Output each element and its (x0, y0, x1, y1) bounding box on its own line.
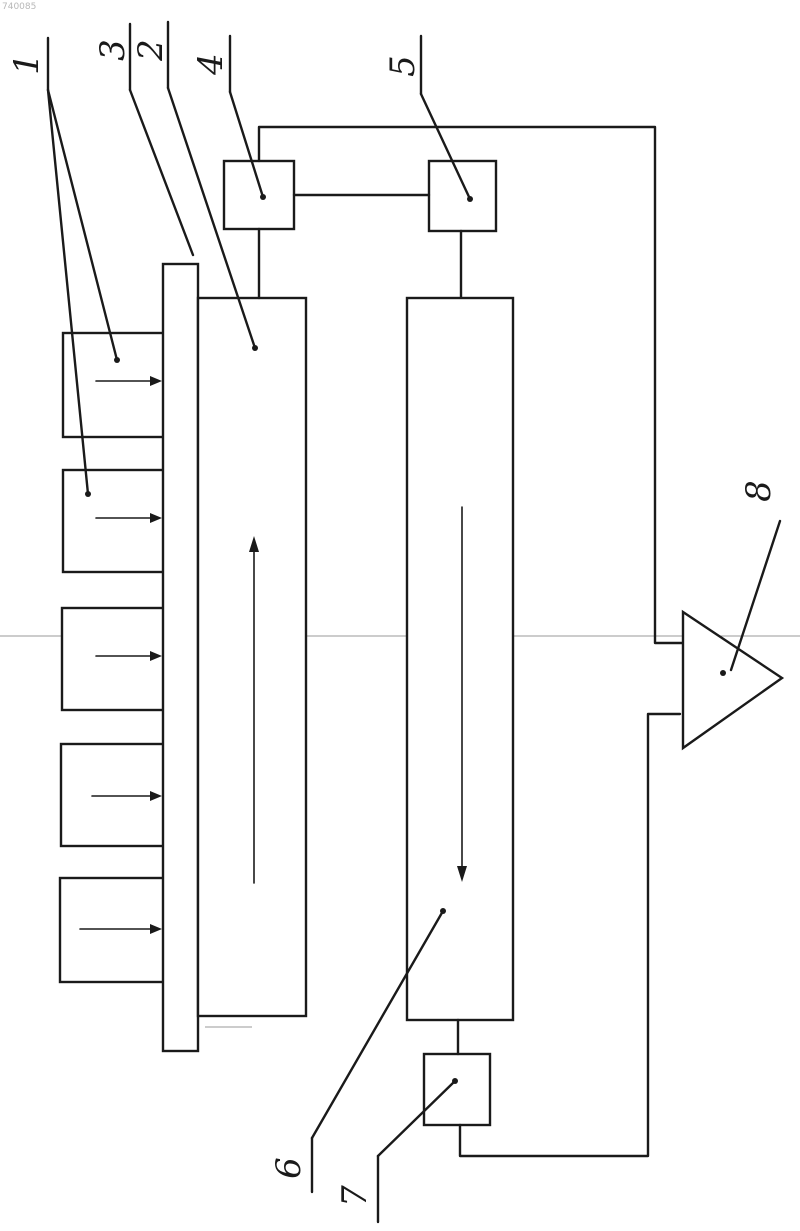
label-2: 2 (131, 39, 171, 62)
element-7-box (424, 1054, 490, 1125)
element-3-bar (163, 264, 198, 1051)
element-4-box (224, 161, 294, 229)
label-1: 1 (7, 53, 47, 75)
element-6-block (407, 298, 513, 1020)
element-5-box (429, 161, 496, 231)
label-7: 7 (335, 1185, 375, 1207)
label-3: 3 (93, 39, 133, 61)
label-6: 6 (269, 1157, 309, 1179)
label-8: 8 (739, 480, 779, 502)
label-5: 5 (383, 55, 423, 77)
element-2-block (198, 298, 306, 1016)
label-4: 4 (191, 53, 231, 76)
element-8-triangle (683, 612, 782, 748)
corner-code: 740085 (2, 2, 36, 12)
source-blocks (60, 333, 166, 982)
